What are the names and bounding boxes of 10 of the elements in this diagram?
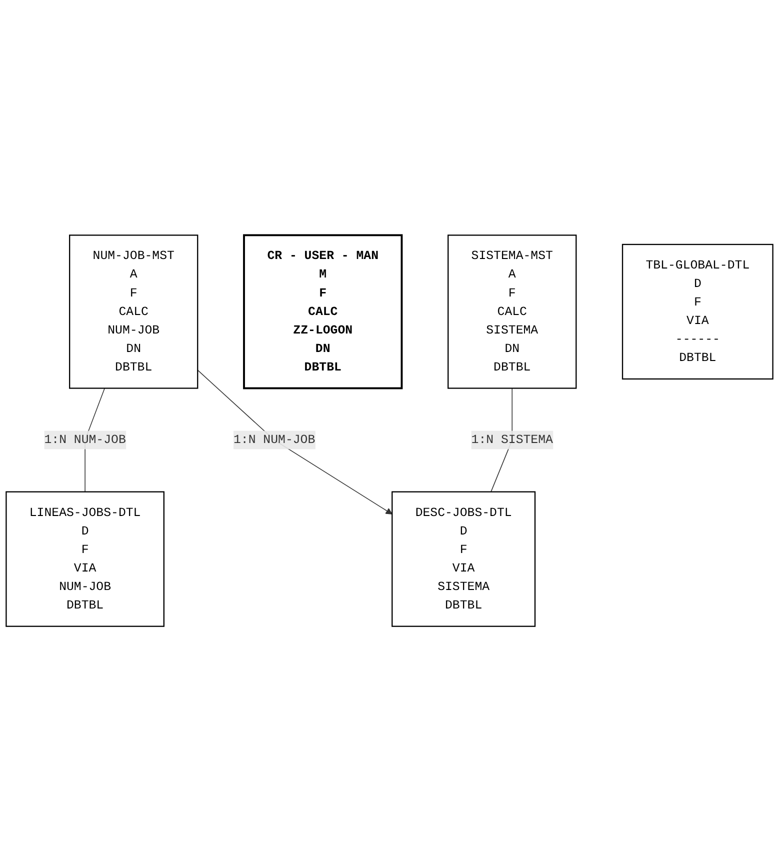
- node-box: SISTEMA-MST A F CALC SISTEMA DN DBTBL: [448, 234, 577, 389]
- node-box: TBL-GLOBAL-DTL D F VIA ------ DBTBL: [622, 244, 774, 380]
- node-box: DESC-JOBS-DTL D F VIA SISTEMA DBTBL: [392, 490, 536, 627]
- arrow: [197, 369, 392, 514]
- edge-label: 1:N NUM-JOB: [233, 432, 316, 447]
- edge-label: 1:N SISTEMA: [471, 432, 553, 447]
- edge-label: 1:N NUM-JOB: [44, 432, 126, 447]
- node-box: CR - USER - MAN M F CALC ZZ-LOGON DN DBTBL: [243, 234, 403, 389]
- node-box: LINEAS-JOBS-DTL D F VIA NUM-JOB DBTBL: [6, 490, 164, 627]
- node-box: NUM-JOB-MST A F CALC NUM-JOB DN DBTBL: [69, 234, 198, 389]
